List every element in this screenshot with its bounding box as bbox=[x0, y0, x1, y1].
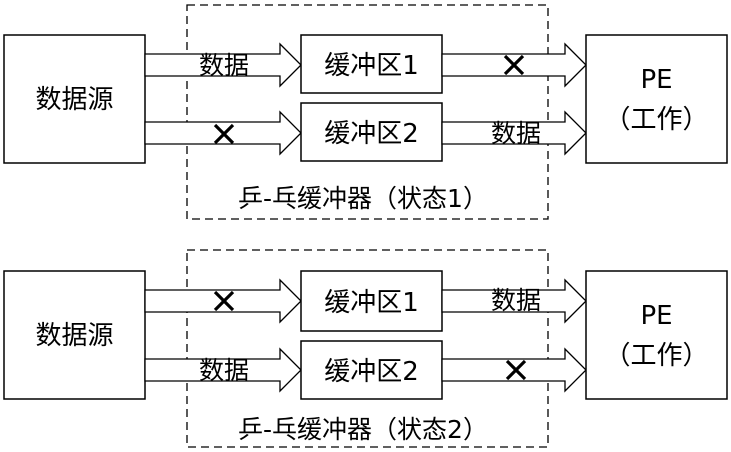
caption-state-1: 乒-乓缓冲器（状态1） bbox=[238, 184, 488, 213]
input-1-blocked-cross-icon bbox=[213, 290, 235, 312]
output-1-blocked-cross-icon bbox=[503, 54, 525, 76]
ping-pong-buffer-boundary bbox=[186, 249, 549, 448]
pe-label: PE bbox=[640, 65, 672, 95]
buffer-2-label: 缓冲区2 bbox=[324, 357, 419, 387]
pe-box bbox=[585, 34, 728, 164]
pe-box bbox=[585, 270, 728, 400]
buffer-1-label: 缓冲区1 bbox=[324, 51, 419, 81]
buffer-2-box bbox=[300, 102, 443, 162]
panel-state-1: 数据源 数据 缓冲区1 缓冲区2 数据 PE （工作） 乒-乓缓冲器（状态1） bbox=[3, 4, 728, 220]
buffer-1-box bbox=[300, 270, 443, 332]
buffer-2-label: 缓冲区2 bbox=[324, 119, 419, 149]
data-source-box bbox=[3, 270, 146, 400]
data-source-box bbox=[3, 34, 146, 164]
data-source-label: 数据源 bbox=[35, 321, 113, 351]
buffer-1-box bbox=[300, 34, 443, 94]
output-arrow-1 bbox=[441, 278, 587, 324]
pe-status-label: （工作） bbox=[604, 341, 708, 371]
pe-status-label: （工作） bbox=[604, 105, 708, 135]
data-source-label: 数据源 bbox=[35, 85, 113, 115]
buffer-2-box bbox=[300, 340, 443, 400]
ping-pong-buffer-boundary bbox=[186, 4, 549, 220]
panel-state-2: 数据源 数据 缓冲区1 缓冲区2 数据 PE （工作） 乒-乓缓冲器（状态2） bbox=[3, 249, 728, 448]
pe-label: PE bbox=[640, 301, 672, 331]
output-2-data-label: 数据 bbox=[491, 119, 541, 148]
input-arrow-2 bbox=[144, 347, 302, 393]
input-arrow-1 bbox=[144, 42, 302, 88]
output-2-blocked-cross-icon bbox=[505, 359, 527, 381]
input-2-blocked-cross-icon bbox=[213, 123, 235, 145]
buffer-1-label: 缓冲区1 bbox=[324, 288, 419, 318]
caption-state-2: 乒-乓缓冲器（状态2） bbox=[238, 415, 488, 444]
output-1-data-label: 数据 bbox=[491, 286, 541, 315]
output-arrow-2 bbox=[441, 110, 587, 156]
input-2-data-label: 数据 bbox=[199, 356, 249, 385]
input-1-data-label: 数据 bbox=[199, 51, 249, 80]
